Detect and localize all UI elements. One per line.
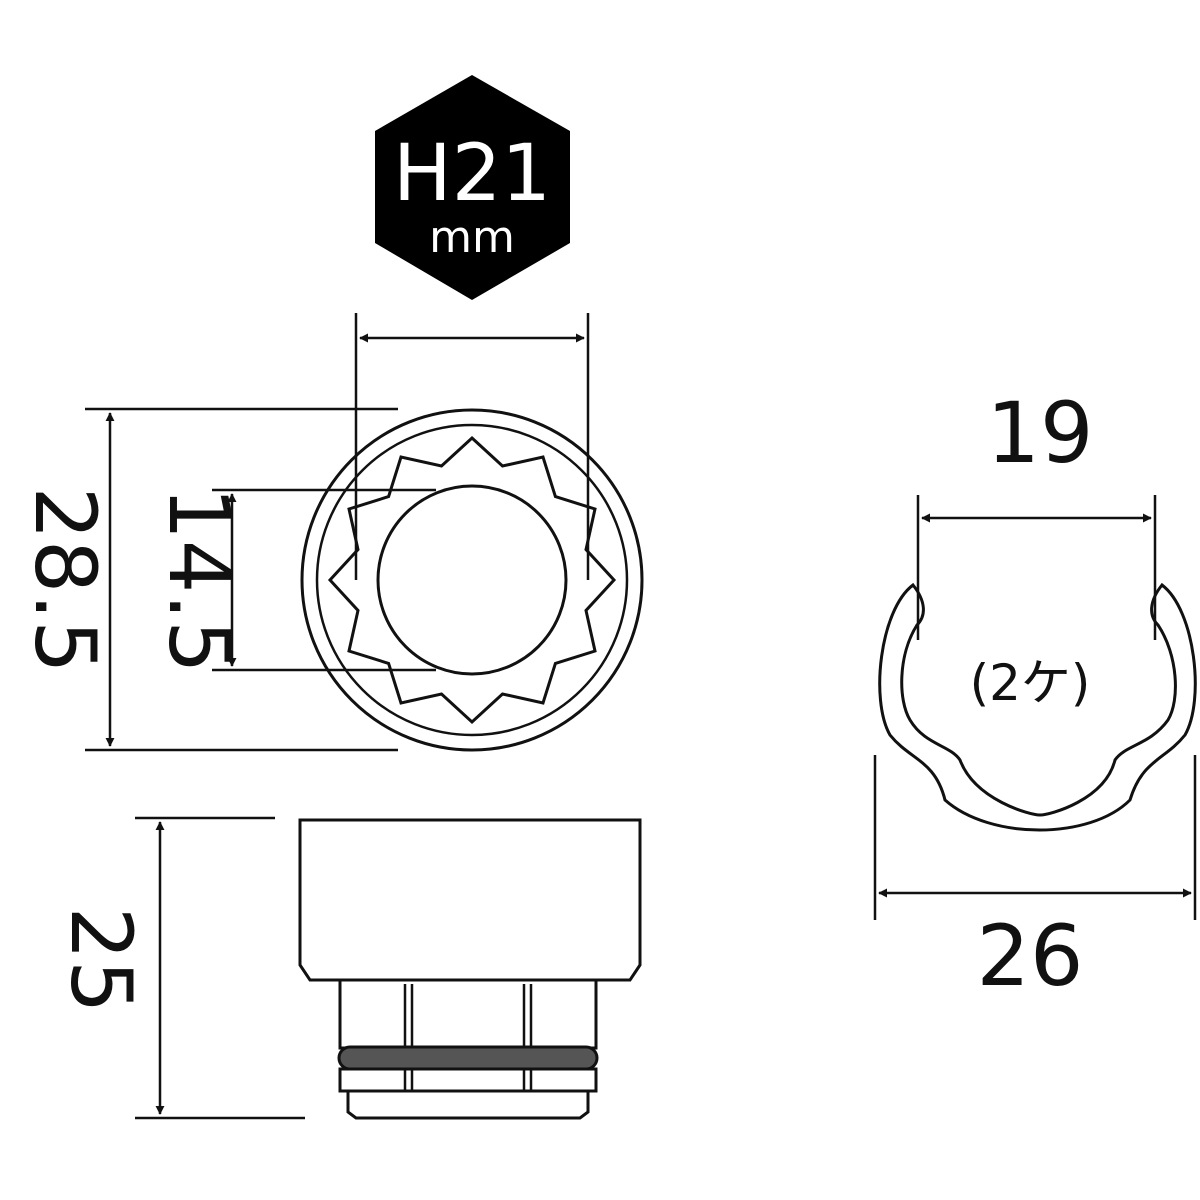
hex-size-value: H21 <box>393 129 551 219</box>
o-ring <box>337 1045 599 1071</box>
socket-body <box>298 818 642 982</box>
socket-outer-rim <box>300 408 644 752</box>
hexagon-icon <box>375 75 570 300</box>
hex-size-badge: H21 mm <box>375 75 570 300</box>
outer-diameter-label: 28.5 <box>16 486 114 673</box>
height-label: 25 <box>52 907 150 1014</box>
clip-outline <box>878 582 1197 832</box>
socket-inner-rim <box>315 423 629 737</box>
socket-side-view: 25 <box>52 816 642 1120</box>
twelve-point-opening <box>327 435 617 725</box>
inner-diameter-label: 14.5 <box>150 486 248 673</box>
retaining-clip-view: 19 (2ケ) 26 <box>873 384 1197 1005</box>
socket-drive-lower <box>338 1067 598 1093</box>
clip-inner-width-label: 19 <box>987 384 1094 482</box>
hex-size-unit: mm <box>429 212 515 263</box>
socket-drive-upper <box>338 978 598 1050</box>
clip-quantity-label: (2ケ) <box>970 654 1091 712</box>
socket-top-view: 28.5 14.5 <box>16 313 644 752</box>
socket-bore <box>376 484 568 676</box>
clip-outer-width-label: 26 <box>977 907 1084 1005</box>
socket-drive-base <box>346 1089 590 1120</box>
